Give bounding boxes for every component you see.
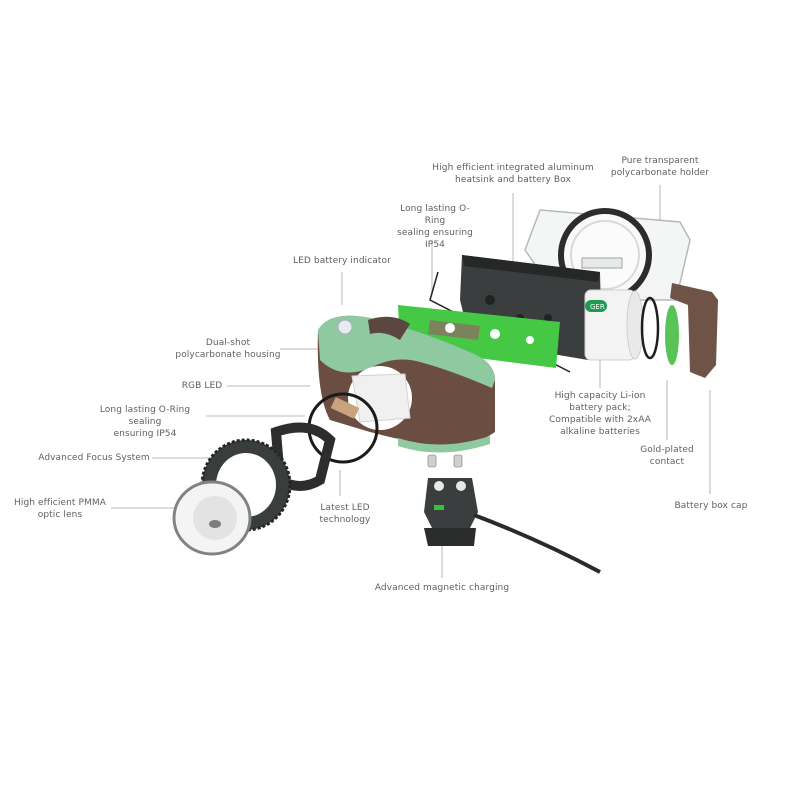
label-focus: Advanced Focus System [38, 453, 150, 463]
label-housing: Dual-shot polycarbonate housing [175, 338, 281, 360]
label-contact: Gold-plated contact [640, 445, 694, 467]
label-holder: Pure transparent polycarbonate holder [610, 156, 710, 178]
svg-text:GER: GER [590, 303, 605, 311]
label-oring-left: Long lasting O-Ring sealing ensuring IP5… [99, 405, 191, 439]
label-rgb-led: RGB LED [181, 381, 223, 391]
label-heatsink: High efficient integrated aluminum heats… [432, 163, 594, 185]
label-cap: Battery box cap [674, 501, 748, 511]
contact-plate [665, 305, 679, 365]
label-charging: Advanced magnetic charging [374, 583, 510, 593]
battery-box-cap [670, 283, 718, 378]
battery-pack: GER [584, 289, 644, 361]
label-oring-top: Long lasting O-Ring sealing ensuring IP5… [397, 204, 473, 250]
label-latest-led: Latest LED technology [319, 503, 371, 525]
o-ring-battery [640, 296, 660, 360]
optic-lens [172, 480, 252, 556]
main-housing [317, 315, 495, 453]
led-module [330, 397, 360, 419]
pogo-pins [427, 454, 463, 468]
label-optic: High efficient PMMA optic lens [13, 498, 106, 520]
leader-lines [111, 185, 711, 578]
label-battery-indicator: LED battery indicator [293, 256, 391, 266]
label-battery-pack: High capacity Li-ion battery pack; Compa… [549, 391, 651, 437]
magnetic-charger [424, 478, 601, 574]
